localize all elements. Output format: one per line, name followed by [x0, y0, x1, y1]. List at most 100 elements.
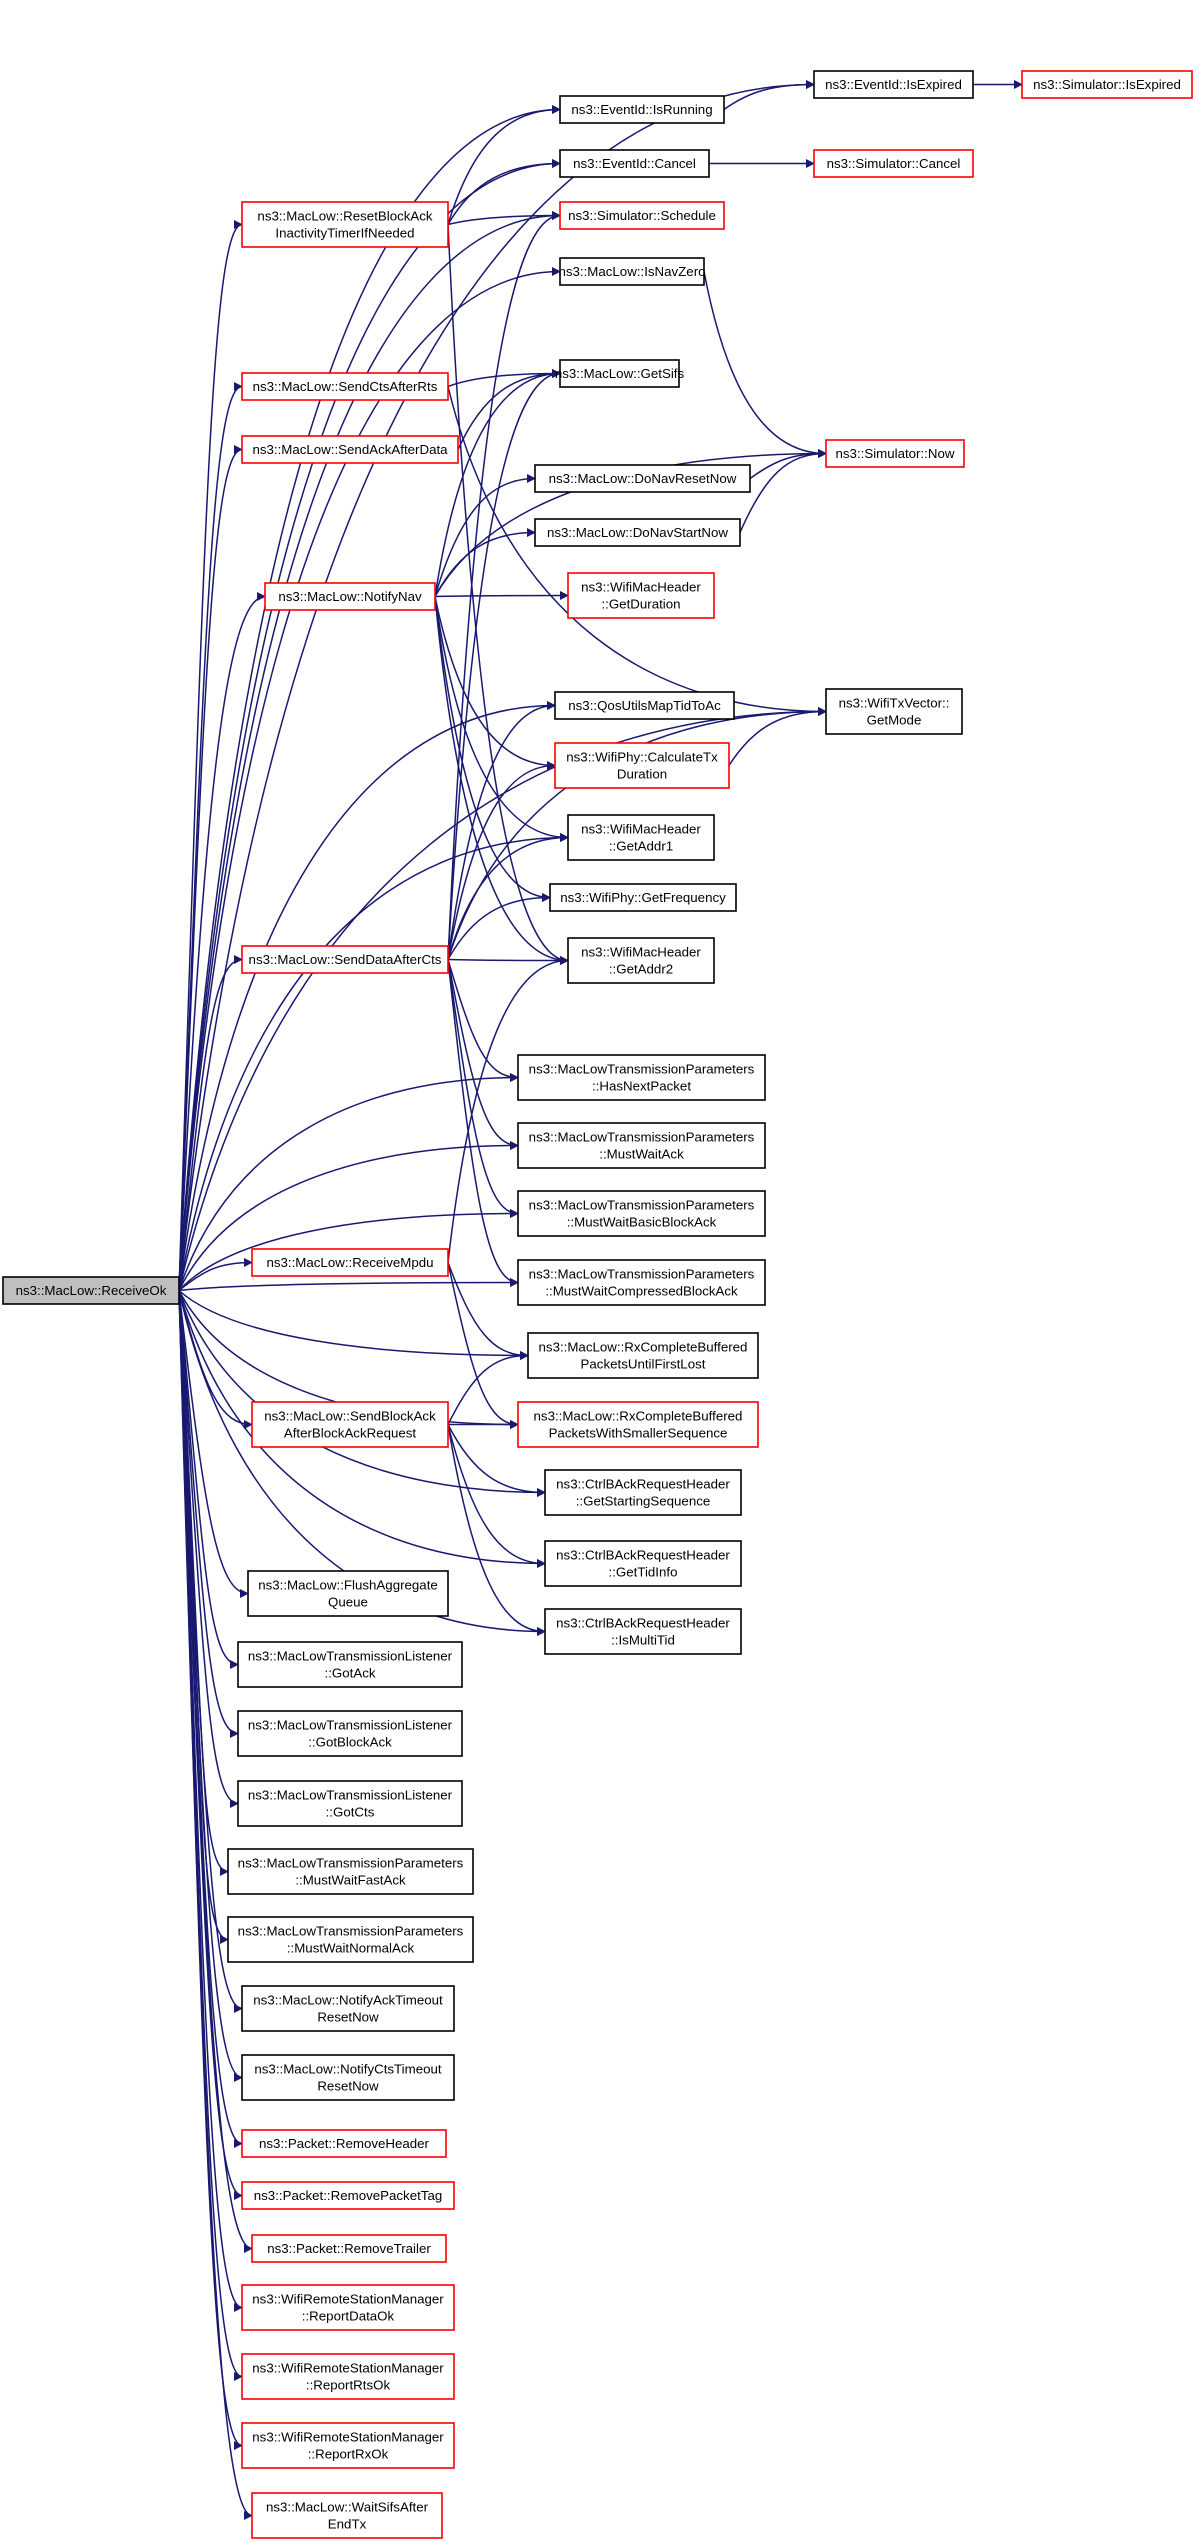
- node-box: [825, 439, 965, 468]
- node-gotack[interactable]: ns3::MacLowTransmissionListener::GotAck: [237, 1641, 463, 1688]
- node-label: ::GetStartingSequence: [576, 1494, 711, 1509]
- node-getduration[interactable]: ns3::WifiMacHeader::GetDuration: [567, 572, 715, 619]
- node-sendctsafterrts[interactable]: ns3::MacLow::SendCtsAfterRts: [241, 372, 449, 401]
- node-label: ns3::MacLow::ReceiveMpdu: [266, 1255, 433, 1270]
- node-reportrxok[interactable]: ns3::WifiRemoteStationManager::ReportRxO…: [241, 2422, 455, 2469]
- node-label: ::MustWaitCompressedBlockAck: [545, 1284, 738, 1299]
- node-donavresetnow[interactable]: ns3::MacLow::DoNavResetNow: [534, 464, 751, 493]
- node-box: [554, 742, 730, 789]
- node-removepackettag[interactable]: ns3::Packet::RemovePacketTag: [241, 2181, 455, 2210]
- node-label: InactivityTimerIfNeeded: [275, 226, 414, 241]
- node-getaddr1[interactable]: ns3::WifiMacHeader::GetAddr1: [567, 814, 715, 861]
- node-sim_isexpired[interactable]: ns3::Simulator::IsExpired: [1021, 70, 1193, 99]
- node-mustwaitfast[interactable]: ns3::MacLowTransmissionParameters::MustW…: [227, 1848, 474, 1895]
- node-box: [251, 2234, 447, 2263]
- edge-receiveok-to-ev_cancel: [178, 159, 561, 1291]
- node-sim_cancel[interactable]: ns3::Simulator::Cancel: [813, 149, 974, 178]
- node-label: ns3::MacLowTransmissionParameters: [529, 1267, 755, 1282]
- edge-senddataaftercts-to-mustwaitack: [447, 959, 519, 1150]
- node-mustwaitnormal[interactable]: ns3::MacLowTransmissionParameters::MustW…: [227, 1916, 474, 1963]
- node-rxsmaller[interactable]: ns3::MacLow::RxCompleteBufferedPacketsWi…: [517, 1401, 759, 1448]
- node-label: ns3::MacLow::SendAckAfterData: [252, 442, 448, 457]
- node-gotcts[interactable]: ns3::MacLowTransmissionListener::GotCts: [237, 1780, 463, 1827]
- node-label: ns3::WifiMacHeader: [581, 580, 701, 595]
- node-donavstartnow[interactable]: ns3::MacLow::DoNavStartNow: [534, 518, 741, 547]
- node-gotblockack[interactable]: ns3::MacLowTransmissionListener::GotBloc…: [237, 1710, 463, 1757]
- edge-receiveok-to-hasnextpacket: [178, 1073, 519, 1291]
- node-mustwaitcompressed[interactable]: ns3::MacLowTransmissionParameters::MustW…: [517, 1259, 766, 1306]
- edge-senddataaftercts-to-calctx: [447, 761, 556, 960]
- node-box: [517, 1122, 766, 1169]
- node-label: AfterBlockAckRequest: [284, 1426, 417, 1441]
- node-gettidinfo[interactable]: ns3::CtrlBAckRequestHeader::GetTidInfo: [544, 1540, 742, 1587]
- node-label: ns3::MacLowTransmissionParameters: [238, 1856, 464, 1871]
- node-removeheader[interactable]: ns3::Packet::RemoveHeader: [241, 2129, 447, 2158]
- node-label: ns3::MacLow::WaitSifsAfter: [266, 2500, 429, 2515]
- node-getsifs[interactable]: ns3::MacLow::GetSifs: [555, 359, 685, 388]
- node-mustwaitbasic[interactable]: ns3::MacLowTransmissionParameters::MustW…: [517, 1190, 766, 1237]
- node-box: [264, 582, 436, 611]
- node-box: [241, 372, 449, 401]
- node-label: ns3::WifiMacHeader: [581, 945, 701, 960]
- node-schedule[interactable]: ns3::Simulator::Schedule: [559, 201, 725, 230]
- node-box: [517, 1054, 766, 1101]
- edge-sendblockack-to-gettidinfo: [447, 1424, 546, 1568]
- edge-receiveok-to-sendackafterdata: [178, 445, 243, 1291]
- node-label: ns3::Packet::RemoveHeader: [259, 2136, 430, 2151]
- edge-notifynav-to-getsifs: [434, 369, 561, 597]
- edge-receivempdu-to-rxsmaller: [447, 1262, 519, 1429]
- node-label: ns3::Simulator::Cancel: [827, 156, 961, 171]
- node-senddataaftercts[interactable]: ns3::MacLow::SendDataAfterCts: [241, 945, 449, 974]
- node-isrunning[interactable]: ns3::EventId::IsRunning: [559, 95, 725, 124]
- node-sendblockack[interactable]: ns3::MacLow::SendBlockAckAfterBlockAckRe…: [251, 1401, 449, 1448]
- node-rxfirstlost[interactable]: ns3::MacLow::RxCompleteBufferedPacketsUn…: [527, 1332, 759, 1379]
- edge-donavstartnow-to-now: [739, 449, 827, 533]
- edge-sendctsafterrts-to-getsifs: [447, 369, 561, 388]
- node-mustwaitack[interactable]: ns3::MacLowTransmissionParameters::MustW…: [517, 1122, 766, 1169]
- edge-notifynav-to-donavresetnow: [434, 474, 536, 597]
- node-hasnextpacket[interactable]: ns3::MacLowTransmissionParameters::HasNe…: [517, 1054, 766, 1101]
- edge-receiveok-to-mustwaitbasic: [178, 1209, 519, 1292]
- edge-senddataaftercts-to-getaddr2: [447, 955, 569, 965]
- node-label: ns3::WifiMacHeader: [581, 822, 701, 837]
- node-box: [227, 1916, 474, 1963]
- node-label: ns3::MacLow::SendBlockAck: [264, 1409, 436, 1424]
- node-reportrtsok[interactable]: ns3::WifiRemoteStationManager::ReportRts…: [241, 2353, 455, 2400]
- node-box: [241, 2353, 455, 2400]
- node-now[interactable]: ns3::Simulator::Now: [825, 439, 965, 468]
- node-ismultitid[interactable]: ns3::CtrlBAckRequestHeader::IsMultiTid: [544, 1608, 742, 1655]
- edge-receiveok-to-notifyacktimeout: [178, 1290, 243, 2013]
- node-box: [517, 1401, 759, 1448]
- node-box: [251, 2492, 443, 2539]
- node-label: ns3::EventId::IsExpired: [825, 77, 962, 92]
- node-isnavzero[interactable]: ns3::MacLow::IsNavZero: [558, 257, 706, 286]
- node-isexpired_ev[interactable]: ns3::EventId::IsExpired: [813, 70, 974, 99]
- node-label: ns3::MacLow::NotifyNav: [278, 589, 422, 604]
- node-ev_cancel[interactable]: ns3::EventId::Cancel: [559, 149, 710, 178]
- node-label: ::ReportRtsOk: [306, 2378, 391, 2393]
- node-notifynav[interactable]: ns3::MacLow::NotifyNav: [264, 582, 436, 611]
- node-reportdataok[interactable]: ns3::WifiRemoteStationManager::ReportDat…: [241, 2284, 455, 2331]
- node-resetblockack[interactable]: ns3::MacLow::ResetBlockAckInactivityTime…: [241, 201, 449, 248]
- node-box: [241, 2054, 455, 2101]
- node-label: ns3::MacLowTransmissionListener: [248, 1788, 453, 1803]
- node-sendackafterdata[interactable]: ns3::MacLow::SendAckAfterData: [241, 435, 459, 464]
- node-getfreq[interactable]: ns3::WifiPhy::GetFrequency: [549, 883, 737, 912]
- node-receiveok[interactable]: ns3::MacLow::ReceiveOk: [2, 1276, 180, 1305]
- node-getstartseq[interactable]: ns3::CtrlBAckRequestHeader::GetStartingS…: [544, 1469, 742, 1516]
- node-box: [559, 257, 705, 286]
- node-qosutils[interactable]: ns3::QosUtilsMapTidToAc: [554, 691, 735, 720]
- node-label: Duration: [617, 767, 667, 782]
- node-getaddr2[interactable]: ns3::WifiMacHeader::GetAddr2: [567, 937, 715, 984]
- node-label: ns3::MacLow::IsNavZero: [558, 264, 705, 279]
- node-getmode[interactable]: ns3::WifiTxVector::GetMode: [825, 688, 963, 735]
- node-receivempdu[interactable]: ns3::MacLow::ReceiveMpdu: [251, 1248, 449, 1277]
- node-label: ns3::Packet::RemovePacketTag: [254, 2188, 442, 2203]
- node-removetrailer[interactable]: ns3::Packet::RemoveTrailer: [251, 2234, 447, 2263]
- node-label: ns3::MacLow::NotifyAckTimeout: [253, 1993, 443, 2008]
